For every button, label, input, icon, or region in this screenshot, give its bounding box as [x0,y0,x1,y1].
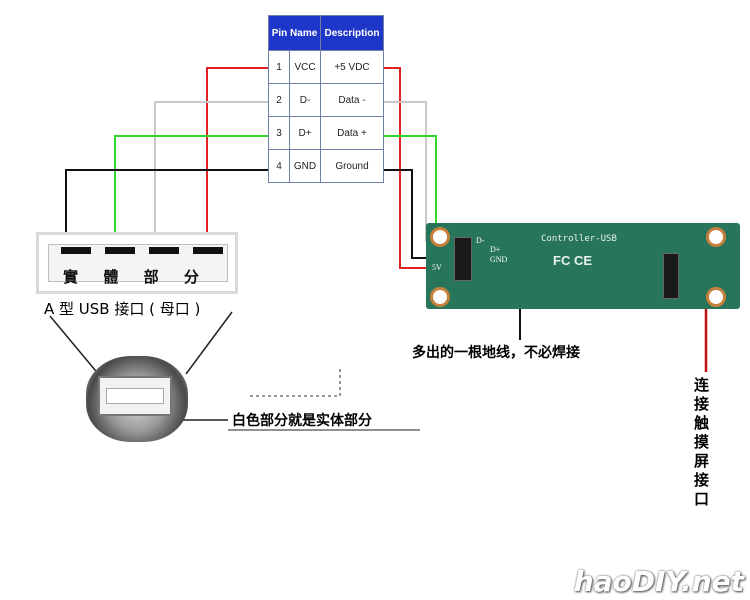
table-row: 3 D+ Data + [268,116,384,150]
usb-pin-header [454,237,472,281]
extra-ground-note: 多出的一根地线，不必焊接 [412,345,580,361]
usb-socket-photo [86,356,188,442]
usb-socket-tongue [106,388,164,404]
table-row: 2 D- Data - [268,83,384,117]
vcc-wire-right [384,67,450,269]
board-cert-marks: FC CE [553,253,592,268]
dplus-wire-left [114,135,268,236]
usb-pin-table: Pin Name Description 1 VCC +5 VDC 2 D- D… [268,15,384,183]
site-watermark: haoDIY.net [573,565,744,598]
table-row: 4 GND Ground [268,149,384,183]
board-pin-label: 5V [432,263,442,272]
white-part-note: 白色部分就是实体部分 [232,413,372,429]
mounting-hole [706,227,726,247]
socket-pointer-left [49,315,101,377]
pin-name: VCC [289,50,321,84]
touch-panel-header [663,253,679,299]
controller-usb-board: D- D+ GND 5V Controller-USB FC CE [426,223,740,309]
touch-interface-note: 连接触摸屏接口 [694,376,710,508]
white-part-dashed [250,366,341,397]
dminus-wire-right [384,101,452,242]
usb-body-label: 實 體 部 分 [63,268,209,286]
gnd-wire-left [65,169,268,236]
usb-connector-caption: A 型 USB 接口 ( 母口 ) [44,300,201,318]
mounting-hole [430,227,450,247]
pin-name: D- [289,83,321,117]
usb-pin-gnd [61,247,91,254]
usb-connector-diagram [36,232,238,294]
board-pin-label: D+ [490,245,501,254]
pin-number: 1 [268,50,290,84]
board-pin-label: D- [476,236,485,245]
header-pin-name: Pin Name [268,15,321,51]
board-pin-label: GND [490,255,508,264]
pin-number: 4 [268,149,290,183]
table-header-row: Pin Name Description [268,15,384,51]
pin-number: 3 [268,116,290,150]
usb-pin-vcc [193,247,223,254]
vcc-wire-left [206,67,268,236]
pin-name: GND [289,149,321,183]
table-row: 1 VCC +5 VDC [268,50,384,84]
pin-description: Data + [320,116,384,150]
dminus-wire-left [154,101,268,236]
usb-pin-dminus [149,247,179,254]
usb-connector-inner [48,244,228,282]
pin-name: D+ [289,116,321,150]
socket-pointer-right [185,311,233,375]
header-description: Description [320,15,384,51]
mounting-hole [430,287,450,307]
usb-pin-dplus [105,247,135,254]
pin-description: +5 VDC [320,50,384,84]
pin-description: Ground [320,149,384,183]
usb-socket-slot [98,376,172,416]
mounting-hole [706,287,726,307]
pin-number: 2 [268,83,290,117]
board-title: Controller-USB [541,234,617,244]
pin-description: Data - [320,83,384,117]
